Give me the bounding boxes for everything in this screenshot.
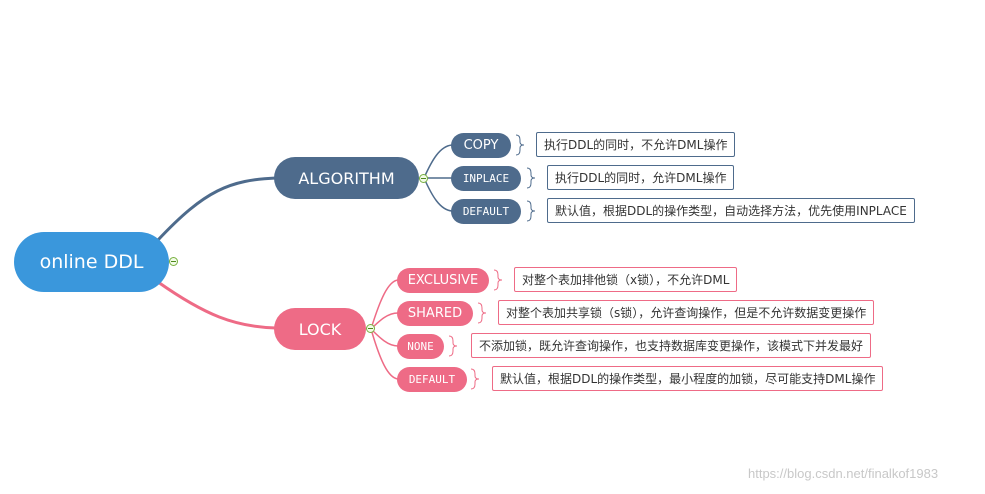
algorithm-option-label: DEFAULT	[462, 205, 510, 218]
lock-to-default-link	[370, 328, 399, 380]
lock-option-shared[interactable]: SHARED	[397, 301, 473, 326]
algorithm-option-label: INPLACE	[462, 172, 510, 185]
root-to-algorithm-link	[156, 176, 277, 242]
algorithm-option-default[interactable]: DEFAULT	[451, 199, 521, 224]
algorithm-option-copy[interactable]: COPY	[451, 133, 511, 158]
lock-option-label: NONE	[407, 340, 434, 353]
lock-collapse-toggle[interactable]	[366, 324, 375, 333]
watermark-text: https://blog.csdn.net/finalkof1983	[748, 466, 939, 481]
lock-option-note: 默认值，根据DDL的操作类型，最小程度的加锁，尽可能支持DML操作	[492, 366, 884, 391]
lock-option-note: 对整个表加排他锁（x锁），不允许DML	[514, 267, 738, 292]
lock-option-note: 不添加锁，既允许查询操作，也支持数据库变更操作，该模式下并发最好	[471, 333, 872, 358]
inplace-brace	[526, 167, 536, 189]
lock-option-default[interactable]: DEFAULT	[397, 367, 467, 392]
root-to-lock-link	[157, 280, 277, 330]
default-lock-brace	[470, 368, 480, 390]
algorithm-to-copy-link	[423, 144, 453, 179]
algorithm-collapse-toggle[interactable]	[419, 174, 428, 183]
none-brace	[448, 335, 458, 357]
lock-label: LOCK	[298, 319, 342, 339]
algorithm-option-note: 执行DDL的同时，允许DML操作	[547, 165, 735, 190]
lock-to-exclusive-link	[370, 279, 399, 330]
lock-option-note: 对整个表加共享锁（s锁），允许查询操作，但是不允许数据变更操作	[498, 300, 875, 325]
algorithm-to-default-link	[423, 177, 453, 212]
lock-option-none[interactable]: NONE	[397, 334, 444, 359]
algorithm-node[interactable]: ALGORITHM	[274, 157, 419, 199]
exclusive-brace	[493, 269, 503, 291]
lock-option-exclusive[interactable]: EXCLUSIVE	[397, 268, 489, 293]
algorithm-option-inplace[interactable]: INPLACE	[451, 166, 521, 191]
root-label: online DDL	[39, 251, 144, 273]
copy-brace	[515, 134, 525, 156]
shared-brace	[477, 302, 487, 324]
algorithm-label: ALGORITHM	[298, 168, 395, 188]
algorithm-option-note: 执行DDL的同时，不允许DML操作	[536, 132, 736, 157]
root-node[interactable]: online DDL	[14, 232, 169, 292]
algorithm-option-label: COPY	[463, 138, 499, 153]
root-collapse-toggle[interactable]	[169, 257, 178, 266]
lock-option-label: DEFAULT	[408, 373, 456, 386]
lock-node[interactable]: LOCK	[274, 308, 366, 350]
lock-option-label: EXCLUSIVE	[407, 273, 479, 288]
algorithm-option-note: 默认值，根据DDL的操作类型，自动选择方法，优先使用INPLACE	[547, 198, 915, 223]
lock-option-label: SHARED	[407, 306, 463, 321]
default-algo-brace	[526, 200, 536, 222]
